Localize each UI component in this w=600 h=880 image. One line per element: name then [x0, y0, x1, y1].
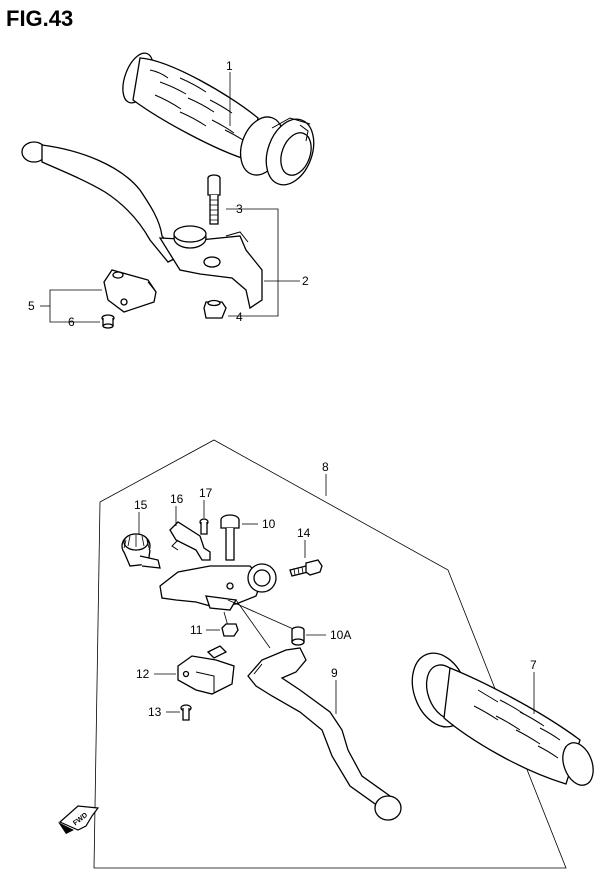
callout-15: 15 — [134, 498, 148, 512]
callout-9: 9 — [331, 666, 338, 680]
figure-title: FIG.43 — [6, 6, 74, 31]
bracket-screw — [199, 518, 209, 535]
callout-10a: 10A — [330, 628, 351, 642]
holder-bolt — [289, 559, 323, 577]
callout-14: 14 — [297, 526, 311, 540]
lever-holder — [159, 563, 277, 611]
lever-nut — [203, 299, 227, 319]
callout-5: 5 — [28, 299, 35, 313]
throttle-grip — [122, 52, 315, 186]
pivot-bolt — [207, 174, 221, 225]
switch-screw — [101, 314, 115, 329]
brake-lever — [21, 141, 263, 310]
callout-17: 17 — [199, 486, 213, 500]
fwd-arrow-icon: FWD — [58, 805, 100, 834]
callout-3: 3 — [236, 202, 243, 216]
callout-13: 13 — [148, 705, 162, 719]
callout-11: 11 — [190, 623, 203, 637]
callout-6: 6 — [68, 315, 75, 329]
brake-switch — [103, 269, 157, 313]
pivot-nut — [221, 623, 239, 637]
clutch-lever — [247, 647, 402, 821]
left-grip — [411, 652, 594, 786]
callout-10: 10 — [262, 517, 276, 531]
pivot-collar — [291, 626, 305, 646]
callout-16: 16 — [170, 492, 184, 506]
clutch-switch — [177, 645, 235, 695]
switch-screw-lower — [180, 704, 192, 721]
assembly-frame — [93, 439, 567, 869]
callout-8: 8 — [322, 460, 329, 474]
callout-12: 12 — [136, 667, 150, 681]
callout-7: 7 — [530, 658, 537, 672]
callout-1: 1 — [226, 59, 233, 73]
lever-pivot-bolt — [220, 514, 240, 561]
adjuster-dial — [121, 533, 161, 569]
callout-4: 4 — [236, 310, 243, 324]
callout-2: 2 — [302, 274, 309, 288]
lever-bracket — [169, 521, 211, 561]
